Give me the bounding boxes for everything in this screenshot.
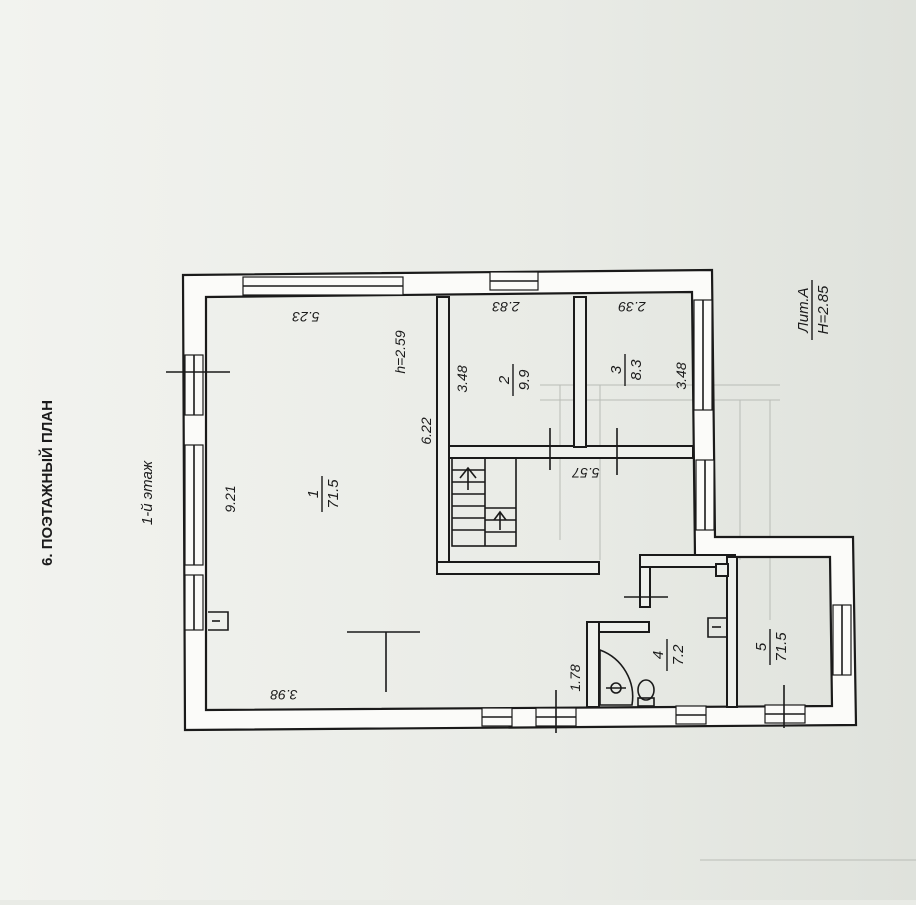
room-5-area: 71.5: [773, 632, 790, 662]
partition-hall-top: [448, 445, 694, 459]
section-title: 6. ПОЭТАЖНЫЙ ПЛАН: [38, 400, 56, 566]
dim-r2-top: 2.83: [492, 299, 520, 315]
partition-stair-bottom: [436, 561, 600, 575]
sink-room1: [208, 611, 229, 631]
partition-bath-left-upper: [639, 566, 651, 608]
room-1-area: 71.5: [325, 479, 342, 509]
room-height: h=2.59: [392, 330, 408, 373]
dim-r3-top: 2.39: [618, 299, 646, 315]
windows: [184, 271, 852, 727]
shower-tray: [599, 648, 634, 706]
room-3-number: 3: [608, 365, 625, 374]
room-2-number: 2: [496, 375, 513, 385]
partition-room4-room5: [726, 556, 738, 708]
toilet: [637, 679, 655, 701]
partition-bath-corner: [598, 621, 650, 633]
room-2-area: 9.9: [516, 369, 533, 391]
room-5-label: 5 71.5: [753, 629, 790, 665]
table-symbol: [347, 631, 420, 692]
room-3-label: 3 8.3: [608, 354, 645, 386]
partition-stub: [715, 563, 729, 577]
dim-r3-side: 3.48: [673, 362, 689, 389]
dim-r1-top: 5.23: [292, 309, 319, 325]
dim-hall: 5.57: [571, 465, 599, 481]
dim-r1-bottom: 3.98: [270, 687, 297, 703]
room-4-label: 4 7.2: [650, 639, 687, 671]
partition-room2-room3: [573, 296, 587, 448]
height-total: H=2.85: [815, 285, 832, 334]
floor-label: 1-й этаж: [139, 460, 156, 525]
room-4-number: 4: [650, 651, 667, 659]
dim-r2-side: 3.48: [454, 365, 470, 392]
room-4-area: 7.2: [670, 644, 687, 666]
room-1-label: 1 71.5: [305, 476, 342, 512]
sink-bath: [707, 617, 728, 638]
room-5-number: 5: [753, 642, 770, 651]
dim-r1-right: 6.22: [418, 417, 434, 444]
dim-r1-left: 9.21: [222, 485, 238, 512]
partition-bath-left: [586, 621, 600, 708]
door-markers: [166, 371, 785, 733]
partition-room1-right: [436, 296, 450, 573]
room-2-label: 2 9.9: [496, 364, 533, 396]
plumbing-fixtures: [208, 611, 728, 707]
dim-bath: 1.78: [567, 664, 583, 691]
liter-name: Лит.А: [795, 287, 812, 333]
room-1-number: 1: [305, 490, 322, 498]
room-3-area: 8.3: [628, 359, 645, 381]
staircase: [451, 457, 517, 547]
liter-label: Лит.А H=2.85: [795, 280, 832, 340]
exterior-wall: [181, 268, 858, 732]
interior-walls: [436, 296, 738, 708]
